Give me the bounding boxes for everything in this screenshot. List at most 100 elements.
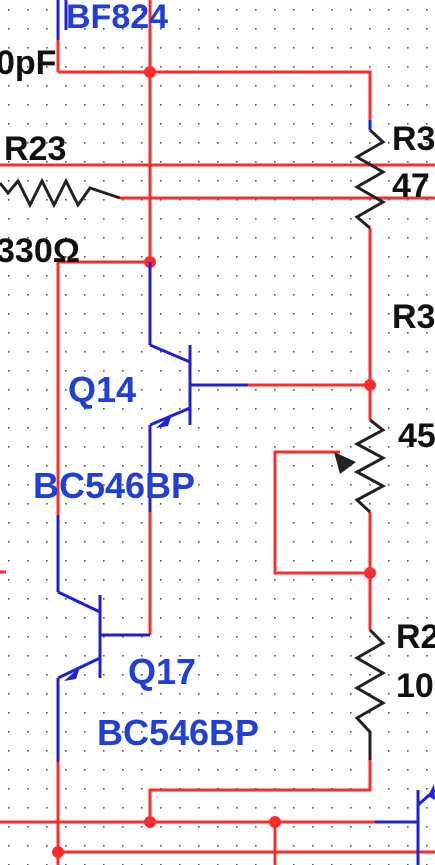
grid-dot — [179, 294, 181, 296]
grid-dot — [46, 560, 48, 562]
grid-dot — [122, 446, 124, 448]
grid-dot — [293, 655, 295, 657]
grid-dot — [84, 332, 86, 334]
grid-dot — [388, 370, 390, 372]
grid-dot — [27, 180, 29, 182]
grid-dot — [141, 66, 143, 68]
grid-dot — [8, 408, 10, 410]
grid-dot — [331, 294, 333, 296]
grid-dot — [122, 66, 124, 68]
grid-dot — [141, 541, 143, 543]
grid-dot — [84, 503, 86, 505]
grid-dot — [388, 427, 390, 429]
grid-dot — [84, 104, 86, 106]
grid-dot — [27, 674, 29, 676]
grid-dot — [217, 218, 219, 220]
grid-dot — [198, 161, 200, 163]
r-bottom-ref-label: R2 — [396, 618, 435, 656]
grid-dot — [293, 845, 295, 847]
grid-dot — [160, 161, 162, 163]
grid-dot — [236, 503, 238, 505]
grid-dot — [103, 655, 105, 657]
grid-dot — [426, 465, 428, 467]
grid-dot — [350, 313, 352, 315]
grid-dot — [236, 47, 238, 49]
grid-dot — [217, 332, 219, 334]
grid-dot — [312, 655, 314, 657]
grid-dot — [141, 427, 143, 429]
grid-dot — [388, 769, 390, 771]
grid-dot — [103, 104, 105, 106]
grid-dot — [426, 845, 428, 847]
grid-dot — [331, 446, 333, 448]
grid-dot — [388, 579, 390, 581]
grid-dot — [46, 845, 48, 847]
grid-dot — [122, 199, 124, 201]
grid-dot — [312, 85, 314, 87]
grid-dot — [312, 560, 314, 562]
grid-dot — [103, 275, 105, 277]
grid-dot — [236, 465, 238, 467]
grid-dot — [122, 275, 124, 277]
grid-dot — [388, 826, 390, 828]
grid-dot — [350, 560, 352, 562]
grid-dot — [217, 446, 219, 448]
grid-dot — [141, 28, 143, 30]
grid-dot — [198, 617, 200, 619]
grid-dot — [84, 294, 86, 296]
q14-part-label: BC546BP — [33, 465, 195, 506]
grid-dot — [255, 104, 257, 106]
grid-dot — [65, 788, 67, 790]
grid-dot — [274, 161, 276, 163]
grid-dot — [312, 9, 314, 11]
grid-dot — [103, 332, 105, 334]
grid-dot — [141, 503, 143, 505]
grid-dot — [198, 332, 200, 334]
grid-dot — [407, 807, 409, 809]
grid-dot — [160, 389, 162, 391]
grid-dot — [236, 617, 238, 619]
grid-dot — [141, 408, 143, 410]
grid-dot — [274, 750, 276, 752]
grid-dot — [46, 807, 48, 809]
grid-dot — [179, 598, 181, 600]
grid-dot — [217, 693, 219, 695]
grid-dot — [27, 47, 29, 49]
grid-dot — [350, 47, 352, 49]
grid-dot — [122, 351, 124, 353]
grid-dot — [293, 750, 295, 752]
grid-dot — [103, 180, 105, 182]
grid-dot — [274, 370, 276, 372]
grid-dot — [350, 731, 352, 733]
grid-dot — [350, 484, 352, 486]
grid-dot — [160, 579, 162, 581]
grid-dot — [312, 598, 314, 600]
grid-dot — [331, 199, 333, 201]
grid-dot — [293, 313, 295, 315]
grid-dot — [46, 750, 48, 752]
grid-dot — [141, 788, 143, 790]
grid-dot — [84, 845, 86, 847]
grid-dot — [236, 332, 238, 334]
grid-dot — [312, 769, 314, 771]
grid-dot — [27, 769, 29, 771]
grid-dot — [255, 332, 257, 334]
grid-dot — [84, 389, 86, 391]
grid-dot — [160, 313, 162, 315]
grid-dot — [293, 28, 295, 30]
grid-dot — [350, 123, 352, 125]
grid-dot — [312, 541, 314, 543]
grid-dot — [407, 104, 409, 106]
grid-dot — [407, 427, 409, 429]
grid-dot — [65, 389, 67, 391]
grid-dot — [198, 427, 200, 429]
potentiometer-icon — [353, 418, 387, 514]
grid-dot — [350, 655, 352, 657]
grid-dot — [274, 313, 276, 315]
grid-dot — [350, 503, 352, 505]
grid-dot — [274, 237, 276, 239]
resistors — [0, 128, 387, 760]
grid-dot — [46, 275, 48, 277]
grid-dot — [331, 503, 333, 505]
grid-dot — [65, 256, 67, 258]
